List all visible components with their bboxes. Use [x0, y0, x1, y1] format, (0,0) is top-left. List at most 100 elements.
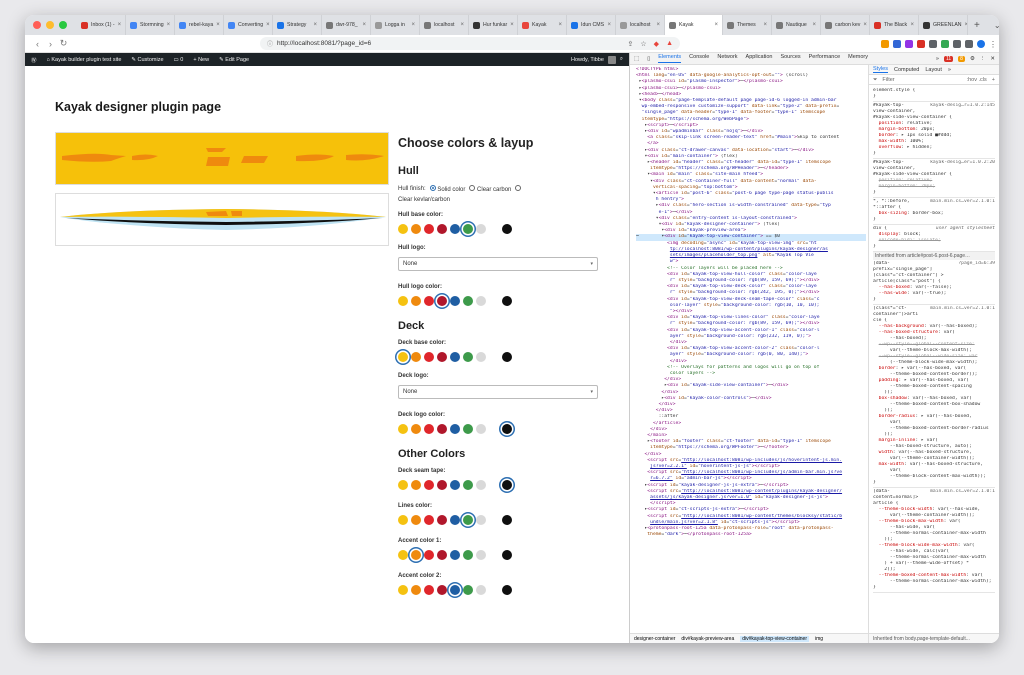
- close-tab-icon[interactable]: ×: [863, 22, 867, 28]
- gear-icon[interactable]: ⚙: [969, 55, 975, 62]
- profile-avatar[interactable]: [977, 39, 985, 48]
- color-swatch[interactable]: [476, 515, 486, 525]
- close-tab-icon[interactable]: ×: [510, 22, 514, 28]
- browser-tab[interactable]: Hur funkar×: [469, 15, 518, 35]
- color-swatch[interactable]: [437, 585, 447, 595]
- extension-icon[interactable]: [929, 39, 937, 48]
- color-swatch[interactable]: [424, 480, 434, 490]
- color-swatch[interactable]: [398, 480, 408, 490]
- crumb-item-active[interactable]: div#kayak-top-view-container: [740, 635, 809, 642]
- hov-cls-toggles[interactable]: :hov .cls: [966, 76, 987, 83]
- color-swatch[interactable]: [437, 296, 447, 306]
- color-swatch[interactable]: [489, 424, 499, 434]
- device-toggle-icon[interactable]: ▯: [647, 55, 651, 62]
- close-tab-icon[interactable]: ×: [656, 22, 660, 28]
- color-swatch[interactable]: [489, 585, 499, 595]
- reload-icon[interactable]: ↻: [59, 38, 68, 48]
- warning-icon[interactable]: ▲: [666, 39, 673, 47]
- color-swatch[interactable]: [424, 585, 434, 595]
- share-icon[interactable]: ⇪: [627, 40, 634, 48]
- color-swatch[interactable]: [502, 480, 512, 490]
- browser-tab[interactable]: GREENLAN×: [919, 15, 968, 35]
- close-window-button[interactable]: [33, 21, 41, 29]
- tab-search-chevron-icon[interactable]: ⌄: [993, 20, 999, 30]
- color-swatch[interactable]: [463, 515, 473, 525]
- color-swatch[interactable]: [476, 550, 486, 560]
- close-tab-icon[interactable]: ×: [216, 22, 220, 28]
- inspect-icon[interactable]: ⬚: [634, 55, 640, 62]
- tab-layout[interactable]: Layout: [925, 66, 942, 73]
- finish-option-kevlar-radio[interactable]: [515, 185, 522, 193]
- browser-tab[interactable]: Stormning×: [126, 15, 175, 35]
- styles-rules[interactable]: element.style {} #kayak-top-kayak-desig……: [869, 85, 999, 595]
- browser-tab[interactable]: Idun CMS×: [567, 15, 616, 35]
- close-tab-icon[interactable]: ×: [166, 22, 171, 28]
- shield-icon[interactable]: ◆: [653, 40, 660, 48]
- sidebar-icon[interactable]: [965, 39, 973, 48]
- color-swatch[interactable]: [450, 585, 460, 595]
- color-swatch[interactable]: [398, 424, 408, 434]
- extension-icon[interactable]: [905, 39, 913, 48]
- url-bar[interactable]: ⓘ http://localhost:8081/?page_id=6 ⇪☆◆▲: [260, 37, 680, 50]
- color-swatch[interactable]: [437, 515, 447, 525]
- devtools-tab-memory[interactable]: Memory: [848, 54, 869, 60]
- close-tab-icon[interactable]: ×: [411, 22, 415, 28]
- devtools-tab-network[interactable]: Network: [717, 54, 738, 60]
- browser-tab[interactable]: Strategy×: [273, 15, 322, 35]
- tab-styles[interactable]: Styles: [873, 66, 888, 73]
- devtools-tab-sources[interactable]: Sources: [780, 54, 801, 60]
- color-swatch[interactable]: [489, 352, 499, 362]
- finish-option-solid[interactable]: Solid color: [429, 185, 465, 193]
- customize-link[interactable]: ✎ Customize: [131, 56, 164, 63]
- close-tab-icon[interactable]: ×: [812, 22, 816, 28]
- color-swatch[interactable]: [489, 296, 499, 306]
- color-swatch[interactable]: [398, 296, 408, 306]
- color-swatch[interactable]: [411, 352, 421, 362]
- devtools-tab-console[interactable]: Console: [689, 54, 710, 60]
- search-icon[interactable]: ⌕: [619, 56, 623, 62]
- wordpress-logo-icon[interactable]: Ⓦ: [31, 57, 37, 64]
- color-swatch[interactable]: [411, 296, 421, 306]
- color-swatch[interactable]: [476, 585, 486, 595]
- hull-logo-select[interactable]: None▾: [398, 257, 598, 271]
- color-swatch[interactable]: [502, 296, 512, 306]
- close-tab-icon[interactable]: ×: [607, 22, 611, 28]
- tab-computed[interactable]: Computed: [893, 66, 920, 73]
- browser-tab[interactable]: Converting×: [224, 15, 273, 35]
- color-swatch[interactable]: [502, 585, 512, 595]
- more-tabs-icon[interactable]: »: [935, 55, 939, 62]
- color-swatch[interactable]: [450, 515, 460, 525]
- color-swatch[interactable]: [450, 550, 460, 560]
- color-swatch[interactable]: [424, 424, 434, 434]
- color-swatch[interactable]: [398, 585, 408, 595]
- extension-icon[interactable]: [953, 39, 961, 48]
- color-swatch[interactable]: [424, 224, 434, 234]
- browser-tab[interactable]: Kayak×: [518, 15, 567, 35]
- browser-tab-active[interactable]: Kayak×: [665, 15, 723, 35]
- color-swatch[interactable]: [398, 515, 408, 525]
- warnings-badge[interactable]: 8: [958, 55, 965, 62]
- extension-icon[interactable]: [917, 39, 925, 48]
- finish-option-clear-carbon[interactable]: Clear carbon: [469, 185, 511, 193]
- color-swatch[interactable]: [450, 352, 460, 362]
- color-swatch[interactable]: [437, 352, 447, 362]
- crumb-item[interactable]: div#kayak-preview-area: [681, 635, 735, 642]
- color-swatch[interactable]: [489, 550, 499, 560]
- color-swatch[interactable]: [502, 352, 512, 362]
- account-menu[interactable]: Howdy, Tibbe⌕: [571, 55, 623, 64]
- errors-badge[interactable]: 11: [943, 55, 954, 62]
- close-tab-icon[interactable]: ×: [460, 22, 464, 28]
- color-swatch[interactable]: [463, 424, 473, 434]
- browser-tab[interactable]: localhost×: [420, 15, 469, 35]
- color-swatch[interactable]: [502, 515, 512, 525]
- new-rule-icon[interactable]: +: [991, 76, 995, 83]
- close-tab-icon[interactable]: ×: [117, 22, 122, 28]
- color-swatch[interactable]: [502, 424, 512, 434]
- new-content-link[interactable]: + New: [193, 56, 210, 63]
- back-icon[interactable]: ‹: [36, 38, 39, 49]
- crumb-item[interactable]: designer-container: [634, 635, 676, 642]
- devtools-tab-application[interactable]: Application: [745, 54, 773, 60]
- more-options-icon[interactable]: ⋮: [979, 55, 986, 62]
- color-swatch[interactable]: [411, 424, 421, 434]
- maximize-window-button[interactable]: [59, 21, 67, 29]
